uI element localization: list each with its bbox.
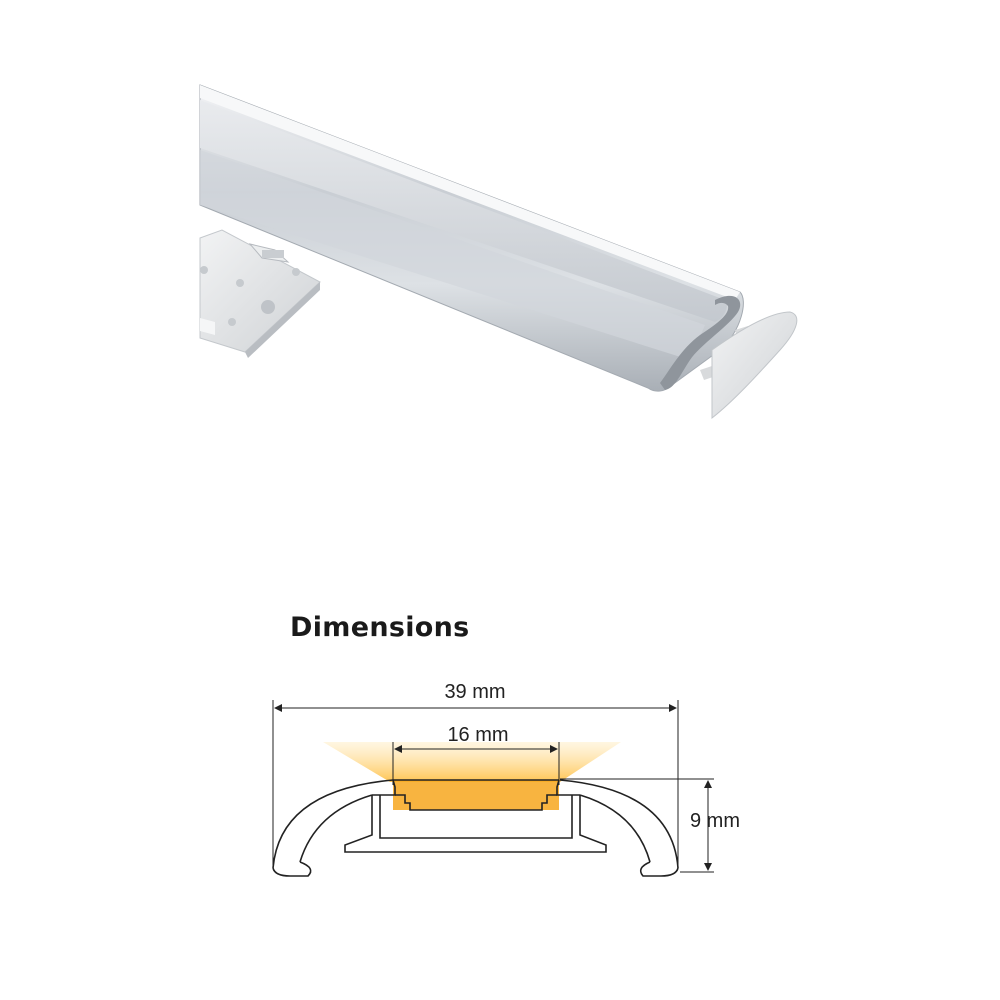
width-label: 39 mm bbox=[444, 681, 505, 703]
led-strip bbox=[393, 780, 559, 810]
cross-section-diagram: 39 mm 16 mm 9 mm bbox=[272, 681, 740, 877]
dimension-width bbox=[272, 700, 679, 866]
dimension-inner-width bbox=[392, 742, 560, 785]
dimensions-title: Dimensions bbox=[290, 612, 470, 643]
mounting-clip-icon bbox=[199, 229, 321, 358]
product-photo bbox=[199, 84, 798, 420]
led-aluminium-profile-icon bbox=[199, 84, 744, 392]
dimension-height bbox=[560, 778, 714, 873]
light-beam bbox=[323, 742, 621, 782]
end-cap-icon bbox=[700, 311, 798, 420]
height-label: 9 mm bbox=[690, 810, 740, 832]
profile-outline bbox=[272, 779, 679, 877]
inner-width-label: 16 mm bbox=[447, 724, 508, 746]
